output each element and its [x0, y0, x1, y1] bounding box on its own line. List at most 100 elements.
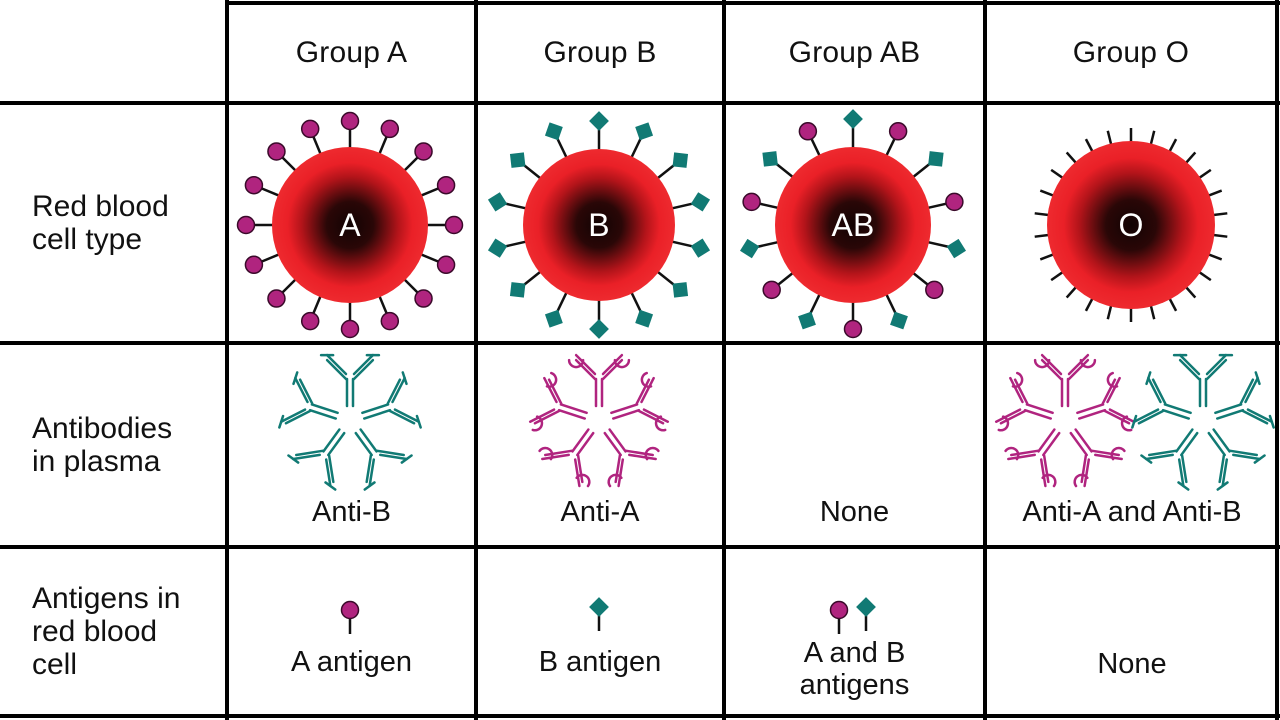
- antibody-caption-ab: None: [819, 496, 890, 528]
- cell-spike: [1197, 270, 1212, 282]
- b-antigen-icon: [487, 192, 528, 212]
- antibody-caption-a: Anti-B: [312, 496, 391, 528]
- b-antigen-icon: [487, 238, 528, 258]
- cell-spike: [1168, 138, 1178, 153]
- cell-letter-a: A: [339, 206, 361, 243]
- antibodies-anti-b: [278, 353, 422, 491]
- b-antigen-icon: [911, 151, 944, 179]
- column-header-group-a: Group A: [295, 36, 408, 69]
- b-antigen-icon: [670, 238, 711, 258]
- b-antigen-icon: [629, 122, 654, 159]
- a-antigen-icon: [829, 600, 849, 634]
- cell-spike: [1184, 285, 1197, 299]
- antibody-icon: [1140, 428, 1199, 491]
- antigen-caption-ab: A and B antigens: [726, 637, 983, 701]
- antibody-icon: [319, 353, 381, 408]
- cell-spike: [1168, 297, 1178, 312]
- antibody-icon: [1069, 428, 1126, 488]
- a-antigen-icon: [419, 175, 456, 198]
- antigen-caption-a: A antigen: [229, 646, 474, 678]
- a-antigen-icon: [300, 119, 323, 156]
- a-antigen-icon: [926, 192, 964, 212]
- cell-spike: [1039, 189, 1055, 198]
- red-blood-cell-icon: [775, 147, 931, 303]
- a-antigen-icon: [402, 277, 433, 308]
- antigen-caption-line: antigens: [799, 669, 910, 701]
- b-antigen-icon: [926, 238, 966, 259]
- rbc-group-o: [1034, 128, 1228, 322]
- b-antigen-icon: [884, 292, 908, 330]
- a-antigen-icon: [402, 142, 433, 173]
- b-antigen-icon: [843, 109, 863, 149]
- a-antigen-icon: [236, 215, 274, 235]
- cell-spike: [1197, 168, 1212, 180]
- row-label-antigens: Antigens in red blood cell: [0, 549, 225, 714]
- b-antigen-icon: [656, 270, 689, 298]
- rbc-group-a: [236, 111, 464, 339]
- b-antigen-icon: [544, 291, 569, 328]
- a-antigen-icon: [244, 252, 281, 275]
- a-antigen-icon: [340, 301, 360, 339]
- a-antigen-icon: [377, 119, 400, 156]
- antibody-icon: [1214, 371, 1275, 429]
- column-header-group-ab: Group AB: [788, 36, 921, 69]
- antibody-icon: [1172, 353, 1234, 408]
- antibodies-anti-a: [994, 353, 1136, 488]
- red-blood-cell-icon: [523, 149, 675, 301]
- antibody-caption-o: Anti-A and Anti-B: [1022, 496, 1242, 528]
- cell-spike: [1039, 252, 1055, 261]
- b-antigen-icon: [544, 122, 569, 159]
- row-label-line: in plasma: [32, 445, 161, 478]
- b-antigen-icon: [589, 111, 609, 151]
- cell-spike: [1184, 151, 1197, 165]
- cell-spike: [1034, 233, 1050, 238]
- cell-spike: [1106, 304, 1113, 320]
- b-antigen-icon: [589, 597, 609, 631]
- a-antigen-icon: [267, 142, 298, 173]
- antibody-icon: [1033, 353, 1097, 408]
- antibody-icon: [361, 371, 422, 429]
- a-antigen-icon: [419, 252, 456, 275]
- cell-letter-o: O: [1118, 206, 1144, 243]
- a-antigen-icon: [267, 277, 298, 308]
- b-antigen-icon: [798, 292, 822, 330]
- cell-letter-ab: AB: [831, 206, 875, 243]
- cell-spike: [1065, 285, 1078, 299]
- a-antigen-icon: [340, 600, 360, 634]
- antigen-caption-line: A antigen: [291, 646, 412, 678]
- cell-spike: [1065, 151, 1078, 165]
- antigen-caption-line: B antigen: [538, 646, 662, 678]
- antibodies-anti-a: [528, 353, 670, 488]
- cell-spike: [1207, 189, 1223, 198]
- antibody-icon: [278, 371, 339, 429]
- row-label-line: cell: [32, 648, 78, 681]
- a-antigen-icon: [340, 111, 360, 149]
- antibody-icon: [354, 428, 413, 491]
- column-header-group-o: Group O: [1072, 36, 1190, 69]
- rbc-group-b: [487, 111, 711, 339]
- antibody-icon: [1076, 371, 1136, 432]
- a-antigen-icon: [843, 301, 863, 339]
- cell-spike: [1050, 270, 1065, 282]
- antigen-caption-line: A and B: [803, 637, 906, 669]
- b-antigen-icon: [509, 152, 542, 180]
- row-label-line: Antibodies: [32, 412, 173, 445]
- cell-spike: [1149, 130, 1156, 146]
- a-antigen-icon: [244, 175, 281, 198]
- antibody-icon: [1207, 428, 1266, 491]
- b-antigen-icon: [856, 597, 876, 631]
- antibody-icon: [994, 371, 1054, 432]
- row-label-line: Antigens in: [32, 582, 181, 615]
- antibody-icon: [538, 428, 595, 488]
- row-label-cell-type: Red blood cell type: [0, 105, 225, 341]
- cell-letter-b: B: [588, 206, 610, 243]
- a-antigen-icon: [742, 192, 780, 212]
- a-antigen-icon: [884, 122, 908, 158]
- row-label-antibodies: Antibodies in plasma: [0, 345, 225, 545]
- a-antigen-icon: [426, 215, 464, 235]
- a-antigen-icon: [300, 294, 323, 331]
- antibody-icon: [1131, 371, 1192, 429]
